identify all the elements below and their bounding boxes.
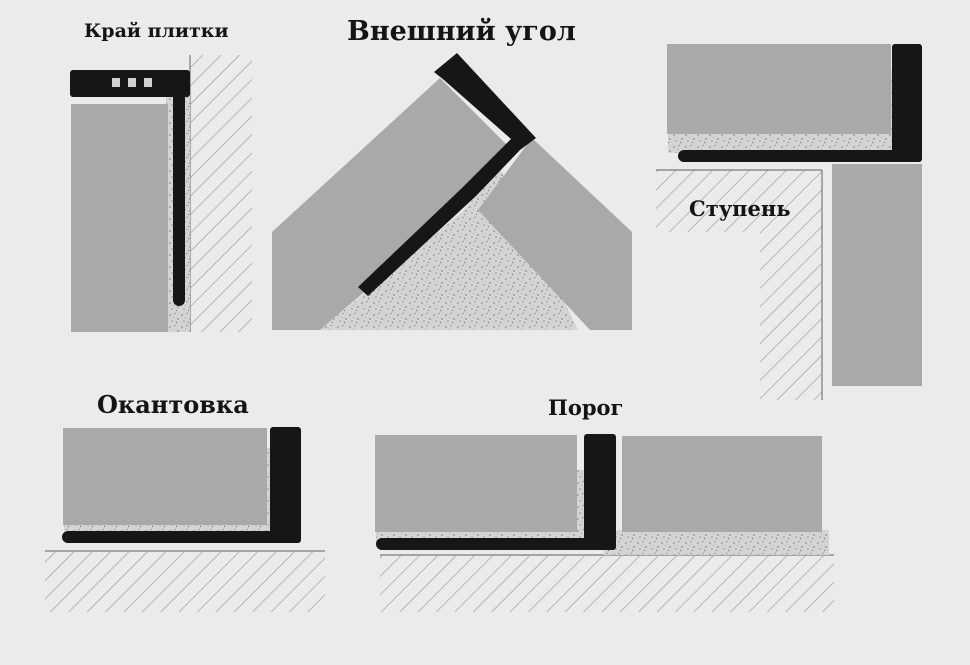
tile-edge-label: Край плитки	[84, 20, 229, 42]
profile-teeth	[128, 78, 136, 87]
floor-hatch	[380, 556, 834, 612]
wall-hatch	[190, 55, 252, 332]
profile-nose	[270, 427, 301, 543]
profile-nose	[584, 434, 616, 550]
corner-profile	[358, 53, 536, 296]
tile-edge-diagram	[70, 55, 252, 332]
tile-left	[375, 435, 577, 532]
step-hatch	[656, 170, 822, 400]
edging-diagram	[45, 427, 325, 612]
step-adhesive	[668, 133, 916, 153]
tile	[71, 104, 168, 332]
tile-left	[272, 78, 508, 330]
threshold-diagram	[375, 434, 834, 612]
tread-tile	[667, 44, 891, 134]
profile-base	[678, 150, 922, 162]
outer-corner-diagram	[272, 53, 632, 330]
floor-hatch	[45, 552, 325, 612]
step-label: Ступень	[689, 196, 791, 221]
tile	[63, 428, 267, 525]
profile-base	[376, 538, 616, 550]
profile-teeth	[112, 78, 120, 87]
tile-right	[622, 436, 822, 532]
profile-teeth	[144, 78, 152, 87]
profile-base	[62, 531, 301, 543]
riser-tile	[832, 164, 922, 386]
edging-label: Окантовка	[97, 390, 249, 419]
threshold-adhesive-right	[604, 530, 829, 555]
profile-leg	[173, 88, 185, 306]
profile-nose	[892, 44, 922, 162]
step-diagram	[656, 44, 922, 400]
tile-right	[478, 138, 632, 330]
outer-corner-label: Внешний угол	[347, 16, 576, 47]
threshold-label: Порог	[548, 395, 624, 420]
